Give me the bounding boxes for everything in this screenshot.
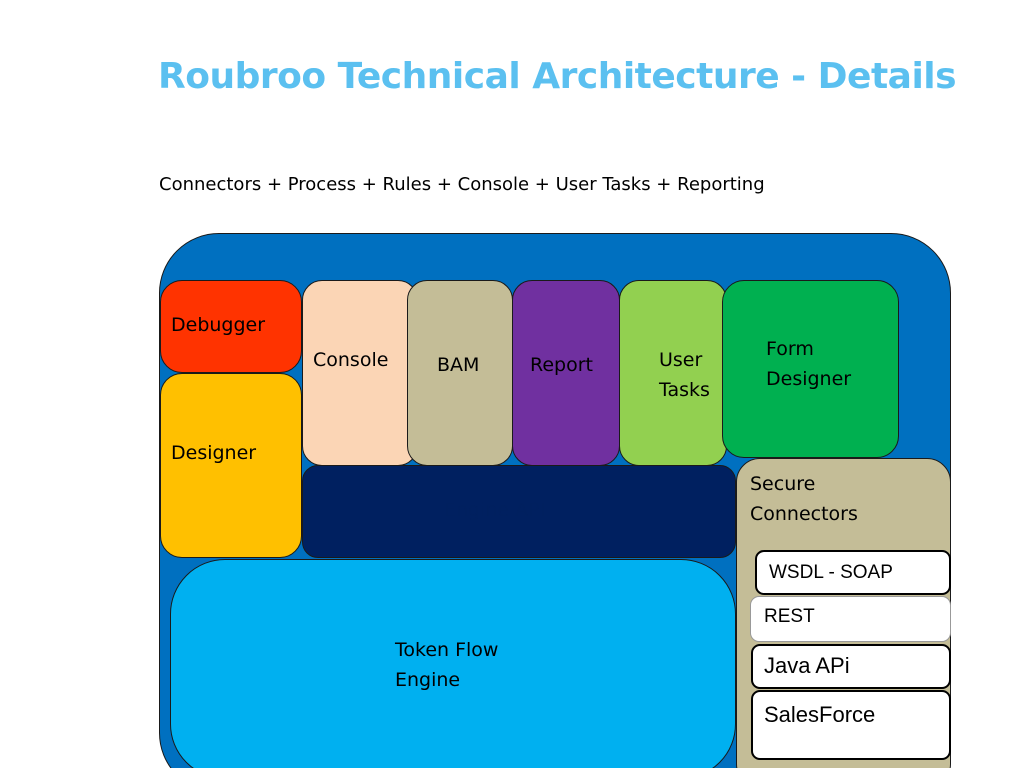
designer-block: Designer: [160, 373, 302, 558]
connector-salesforce-label: SalesForce: [764, 702, 876, 727]
bam-block: BAM: [407, 280, 513, 466]
report-block: Report: [512, 280, 620, 466]
secure-connectors-label: Secure Connectors: [750, 473, 858, 525]
form-designer-block: Form Designer: [722, 280, 899, 458]
engine-api-block: Engine API: [302, 465, 736, 558]
form-designer-label: Form Designer: [766, 338, 852, 390]
console-block: Console: [302, 280, 418, 466]
report-label: Report: [530, 354, 593, 376]
page-title: Roubroo Technical Architecture - Details: [158, 56, 957, 97]
designer-label: Designer: [171, 442, 257, 464]
connector-rest-label: REST: [764, 606, 815, 627]
user-tasks-block: User Tasks: [619, 280, 727, 466]
debugger-label: Debugger: [171, 314, 266, 336]
connector-wsdl-soap: WSDL - SOAP: [755, 550, 951, 595]
connector-java-api-label: Java APi: [764, 653, 850, 678]
page-subtitle: Connectors + Process + Rules + Console +…: [159, 174, 765, 195]
user-tasks-label: User Tasks: [659, 349, 710, 401]
token-flow-engine-block: Token Flow Engine: [170, 559, 736, 768]
connector-salesforce: SalesForce: [751, 690, 951, 760]
console-label: Console: [313, 349, 389, 371]
bam-label: BAM: [437, 354, 480, 376]
connector-rest: REST: [750, 596, 951, 642]
engine-api-label: Engine API: [444, 499, 546, 521]
debugger-block: Debugger: [160, 280, 302, 373]
token-flow-engine-label: Token Flow Engine: [395, 639, 499, 691]
connector-java-api: Java APi: [751, 644, 951, 689]
connector-wsdl-soap-label: WSDL - SOAP: [769, 562, 893, 583]
